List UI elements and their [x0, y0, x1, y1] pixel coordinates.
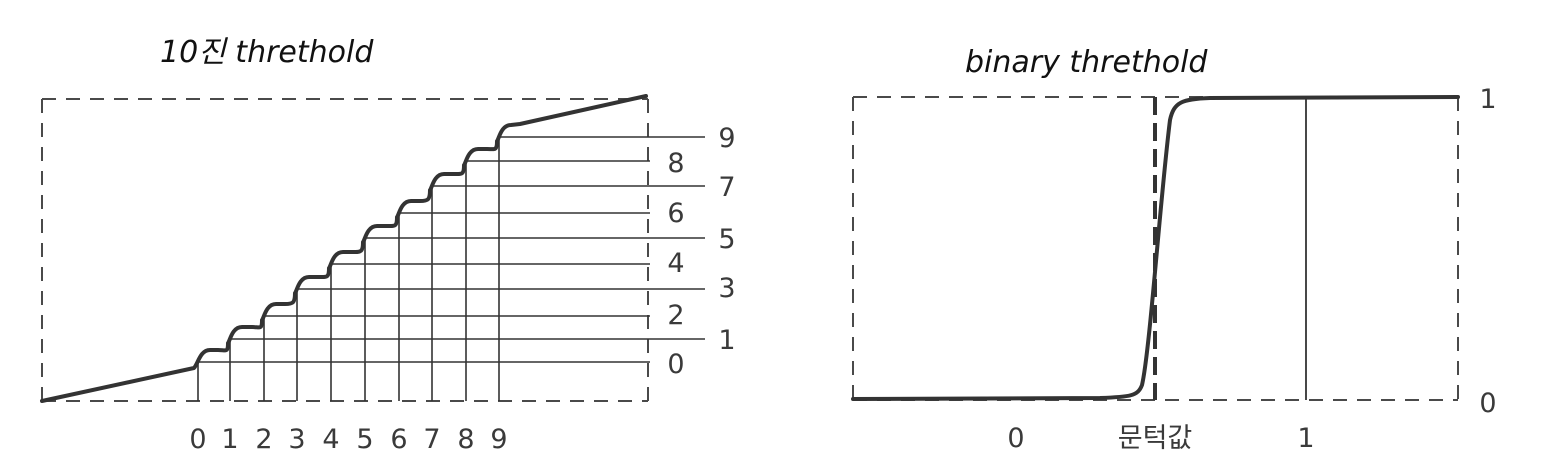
left-x-label: 6 [390, 424, 407, 455]
left-x-label: 3 [288, 424, 305, 455]
right-x-label-threshold: 문턱값 [1118, 423, 1193, 454]
right-diagram: binary threthold 0 문턱값 1 0 1 [851, 45, 1497, 454]
left-title: 10진 threthold [160, 35, 374, 70]
left-y-label: 0 [667, 349, 684, 380]
left-y-label: 4 [667, 248, 684, 279]
left-x-label: 5 [356, 424, 373, 455]
left-y-labels: 0 1 2 3 4 5 6 7 8 9 [667, 123, 735, 380]
left-y-label: 5 [718, 224, 735, 255]
left-x-label: 1 [221, 424, 238, 455]
left-x-label: 4 [322, 424, 339, 455]
left-x-label: 0 [189, 424, 206, 455]
right-x-label-one: 1 [1297, 423, 1314, 454]
left-diagram: 10진 threthold 0 1 2 3 4 5 6 7 8 9 0 [40, 35, 736, 455]
left-y-label: 7 [718, 172, 735, 203]
left-y-label: 6 [667, 198, 684, 229]
left-staircase-curve [40, 94, 648, 403]
left-step-grid [197, 136, 705, 401]
right-y-label-one: 1 [1479, 84, 1496, 115]
left-y-label: 9 [718, 123, 735, 154]
left-x-label: 2 [255, 424, 272, 455]
left-y-label: 2 [667, 300, 684, 331]
left-frame [41, 98, 649, 402]
left-x-labels: 0 1 2 3 4 5 6 7 8 9 [189, 424, 507, 455]
left-x-label: 7 [423, 424, 440, 455]
right-y-label-zero: 0 [1479, 388, 1496, 419]
left-y-label: 8 [667, 148, 684, 179]
left-x-label: 8 [457, 424, 474, 455]
right-x-label-zero: 0 [1007, 423, 1024, 454]
left-x-label: 9 [490, 424, 507, 455]
right-step-curve [851, 95, 1460, 401]
right-title: binary threthold [965, 45, 1208, 80]
left-y-label: 3 [718, 273, 735, 304]
left-y-label: 1 [718, 325, 735, 356]
